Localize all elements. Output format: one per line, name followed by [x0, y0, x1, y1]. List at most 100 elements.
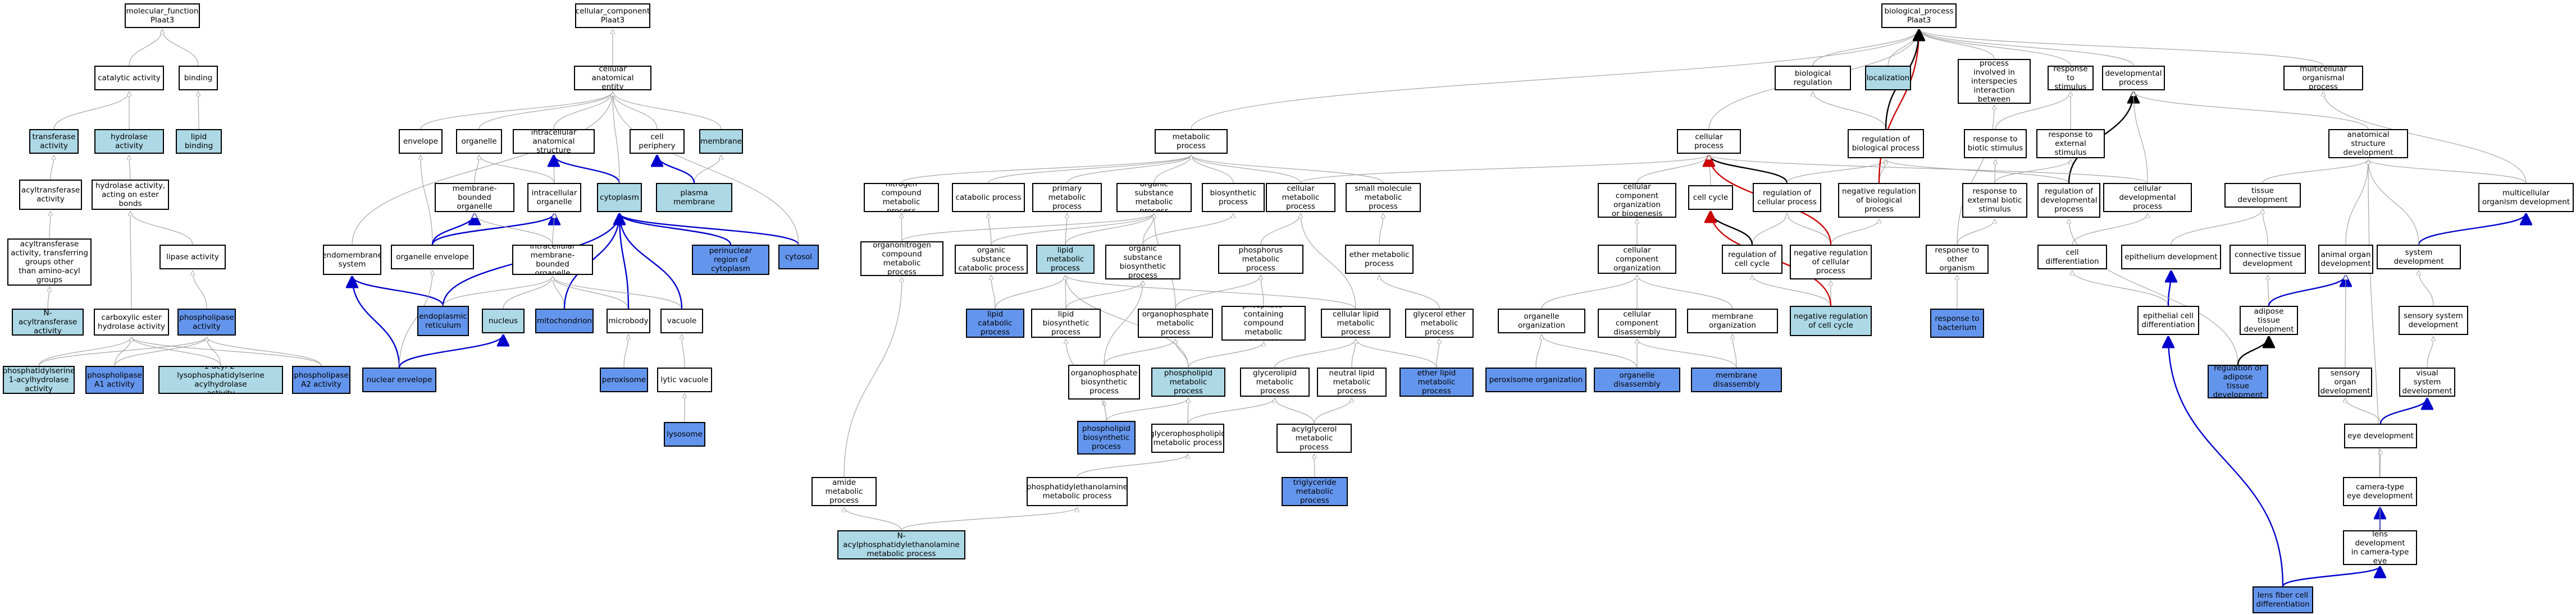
term-node-adipose[interactable]: adipose tissue development: [2240, 306, 2298, 335]
term-node-multiorg[interactable]: multicellular organismal process: [2283, 66, 2363, 90]
term-node-orgnitro[interactable]: organonitrogen compound metabolic proces…: [860, 241, 943, 276]
term-node-lysops[interactable]: 1-acyl-2-lysophosphatidylserine acylhydr…: [158, 366, 283, 394]
term-node-ccorg[interactable]: cellular component organization: [1598, 245, 1676, 274]
term-node-pserine[interactable]: phosphatidylserine 1-acylhydrolase activ…: [3, 366, 75, 394]
term-node-multidev[interactable]: multicellular organism development: [2478, 183, 2574, 212]
term-node-hydrolase[interactable]: hydrolase activity: [94, 129, 164, 154]
term-node-negregbio[interactable]: negative regulation of biological proces…: [1838, 183, 1920, 218]
term-node-catab[interactable]: catabolic process: [952, 183, 1025, 212]
term-node-nitro[interactable]: nitrogen compound metabolic process: [864, 183, 939, 212]
term-node-tissuedev[interactable]: tissue development: [2224, 183, 2301, 208]
term-node-glycether[interactable]: glycerol ether metabolic process: [1405, 309, 1474, 338]
term-node-glycerophos[interactable]: glycerophospholipid metabolic process: [1151, 424, 1224, 453]
term-node-osm[interactable]: organic substance metabolic process: [1116, 183, 1192, 212]
term-node-animorg[interactable]: animal organ development: [2318, 245, 2373, 274]
term-node-lipidbiosyn[interactable]: lipid biosynthetic process: [1031, 309, 1101, 338]
term-node-amide[interactable]: amide metabolic process: [811, 477, 877, 506]
term-node-respbact[interactable]: response to bacterium: [1930, 309, 1984, 338]
term-node-perox[interactable]: peroxisome: [600, 368, 648, 392]
term-node-lyso[interactable]: lysosome: [664, 422, 705, 447]
term-node-acylglyc[interactable]: acylglycerol metabolic process: [1276, 424, 1352, 453]
term-node-osbiosyn[interactable]: organic substance biosynthetic process: [1105, 245, 1180, 279]
term-node-pla2[interactable]: phospholipase A2 activity: [292, 366, 350, 394]
term-node-memdis[interactable]: membrane disassembly: [1691, 368, 1782, 392]
term-node-respextbio[interactable]: response to external biotic stimulus: [1962, 183, 2027, 218]
term-node-acyltrans[interactable]: acyltransferase activity: [19, 180, 82, 210]
term-node-bioreg[interactable]: biological regulation: [1775, 66, 1851, 90]
term-node-cellcycle[interactable]: cell cycle: [1688, 185, 1733, 210]
term-node-perinuc[interactable]: perinuclear region of cytoplasm: [692, 245, 769, 275]
term-node-memorg[interactable]: membrane organization: [1687, 309, 1778, 333]
term-node-phosmetab[interactable]: phosphorus metabolic process: [1218, 245, 1303, 274]
term-node-nucleus[interactable]: nucleus: [482, 309, 525, 333]
term-node-trig[interactable]: triglyceride metabolic process: [1282, 477, 1348, 506]
term-node-vacuole[interactable]: vacuole: [660, 309, 703, 333]
term-node-smallmol[interactable]: small molecule metabolic process: [1346, 183, 1421, 212]
term-node-negregcc[interactable]: negative regulation of cell cycle: [1790, 306, 1872, 336]
term-node-orgphos[interactable]: organophosphate metabolic process: [1138, 309, 1213, 338]
term-node-camera[interactable]: camera-type eye development: [2343, 477, 2417, 506]
term-node-lens[interactable]: lens development in camera-type eye: [2343, 530, 2417, 565]
term-node-biosyn[interactable]: biosynthetic process: [1202, 183, 1265, 212]
term-node-respstim[interactable]: response to stimulus: [2048, 66, 2094, 90]
term-node-celldev[interactable]: cellular developmental process: [2103, 183, 2192, 212]
term-node-orgorg[interactable]: organelle organization: [1498, 309, 1585, 333]
term-node-microbody[interactable]: microbody: [607, 309, 650, 333]
term-node-glycerolipid[interactable]: glycerolipid metabolic process: [1240, 368, 1310, 397]
term-node-pe[interactable]: phosphatidylethanolamine metabolic proce…: [1027, 477, 1128, 506]
term-node-phospholipase[interactable]: phospholipase activity: [177, 309, 236, 336]
term-node-epicell[interactable]: epithelial cell differentiation: [2137, 306, 2199, 335]
term-node-conntis[interactable]: connective tissue development: [2230, 245, 2306, 274]
term-node-io[interactable]: intracellular organelle: [527, 183, 581, 212]
term-node-nucenv[interactable]: nuclear envelope: [362, 368, 436, 392]
term-node-lensfiber[interactable]: lens fiber cell differentiation: [2253, 586, 2313, 613]
term-node-bp[interactable]: biological_process Plaat3: [1881, 3, 1957, 28]
term-node-epidev[interactable]: epithelium development: [2121, 245, 2221, 269]
term-node-er[interactable]: endoplasmic reticulum: [417, 306, 469, 336]
term-node-lytic[interactable]: lytic vacuole: [657, 368, 712, 392]
term-node-nacyltrans[interactable]: N-acyltransferase activity: [12, 309, 84, 336]
term-node-lipidmetab[interactable]: lipid metabolic process: [1036, 245, 1095, 274]
term-node-cae[interactable]: cellular anatomical entity: [574, 66, 651, 90]
term-node-regadipose[interactable]: regulation of adipose tissue development: [2208, 365, 2268, 398]
term-node-ias[interactable]: intracellular anatomical structure: [513, 129, 595, 154]
term-node-cc[interactable]: cellular_component Plaat3: [575, 3, 650, 28]
term-node-lipase[interactable]: lipase activity: [159, 245, 226, 269]
term-node-interspecies[interactable]: biological process involved in interspec…: [1958, 59, 2031, 104]
term-node-orgdis[interactable]: organelle disassembly: [1594, 368, 1680, 392]
term-node-regbio[interactable]: regulation of biological process: [1848, 129, 1924, 158]
term-node-peroxorg[interactable]: peroxisome organization: [1485, 368, 1586, 392]
term-node-acyltrans_other[interactable]: acyltransferase activity, transferring g…: [7, 238, 92, 286]
term-node-orgenv[interactable]: organelle envelope: [391, 245, 474, 269]
term-node-binding[interactable]: binding: [179, 66, 218, 90]
term-node-devproc[interactable]: developmental process: [2102, 66, 2165, 90]
term-node-eyedev[interactable]: eye development: [2344, 424, 2417, 448]
term-node-visual[interactable]: visual system development: [2399, 368, 2455, 397]
term-node-mbo[interactable]: membrane-bounded organelle: [435, 183, 514, 212]
term-node-pla1[interactable]: phospholipase A1 activity: [85, 366, 144, 394]
term-node-cytoplasm[interactable]: cytoplasm: [597, 183, 642, 212]
term-node-respother[interactable]: response to other organism: [1926, 245, 1989, 274]
term-node-primary[interactable]: primary metabolic process: [1032, 183, 1102, 212]
term-node-orgphosbio[interactable]: organophosphate biosynthetic process: [1068, 365, 1140, 400]
term-node-cellproc[interactable]: cellular process: [1677, 129, 1741, 154]
term-node-catalytic[interactable]: catalytic activity: [94, 66, 164, 90]
term-node-lipidbind[interactable]: lipid binding: [176, 129, 222, 154]
term-node-carboxylic[interactable]: carboxylic ester hydrolase activity: [94, 309, 169, 336]
term-node-pm[interactable]: plasma membrane: [656, 183, 732, 212]
term-node-celldiff[interactable]: cell differentiation: [2037, 245, 2107, 269]
term-node-cellmetab[interactable]: cellular metabolic process: [1266, 183, 1335, 212]
term-node-mf[interactable]: molecular_function Plaat3: [125, 3, 200, 28]
term-node-pcontaining[interactable]: phosphate-containing compound metabolic …: [1221, 306, 1306, 341]
term-node-membrane[interactable]: membrane: [699, 129, 743, 154]
term-node-sysdev[interactable]: system development: [2377, 245, 2461, 269]
term-node-ethermetab[interactable]: ether metabolic process: [1345, 245, 1414, 274]
term-node-regcc[interactable]: regulation of cell cycle: [1722, 245, 1782, 274]
term-node-lipidcatab[interactable]: lipid catabolic process: [966, 309, 1024, 338]
term-node-anatdev[interactable]: anatomical structure development: [2328, 129, 2408, 158]
term-node-hydrolase_ester[interactable]: hydrolase activity, acting on ester bond…: [92, 180, 169, 210]
term-node-respext[interactable]: response to external stimulus: [2036, 129, 2105, 158]
term-node-ccob[interactable]: cellular component organization or bioge…: [1598, 183, 1676, 218]
term-node-oscatab[interactable]: organic substance catabolic process: [955, 245, 1028, 274]
term-node-organelle[interactable]: organelle: [456, 129, 502, 154]
